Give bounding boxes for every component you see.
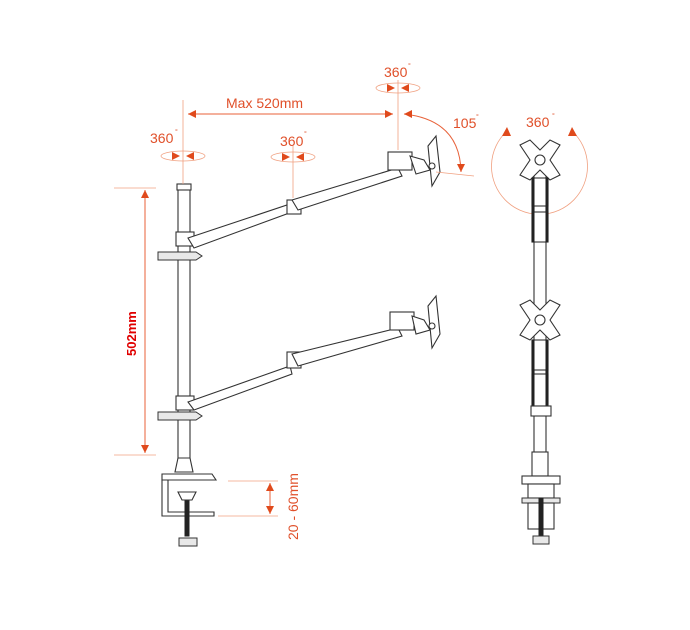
side-view: [157, 134, 441, 547]
svg-text:°: °: [175, 128, 178, 136]
head-rotation-label: 360: [384, 64, 408, 80]
pole-height-label: 502mm: [124, 311, 139, 356]
clamp-range-label: 20 - 60mm: [285, 473, 301, 540]
upper-arm: [157, 134, 441, 261]
tilt-label: 105: [453, 115, 477, 131]
svg-text:°: °: [304, 130, 307, 138]
desk-clamp: [161, 473, 218, 547]
dimension-annotations: Max 520mm 360 ° 360 ° 360 ° 105 ° 502mm: [114, 62, 479, 540]
front-clamp: [521, 451, 561, 545]
lower-arm: [157, 294, 441, 421]
svg-text:°: °: [476, 113, 479, 121]
pole-rotation-label: 360: [150, 130, 174, 146]
svg-text:°: °: [408, 62, 411, 70]
front-view: 360 °: [491, 112, 588, 545]
vesa-plate-bottom: [519, 299, 561, 417]
svg-text:°: °: [552, 112, 555, 120]
vesa-rotation-label: 360: [526, 114, 550, 130]
max-reach-label: Max 520mm: [226, 95, 303, 111]
elbow-rotation-label: 360: [280, 133, 304, 149]
vesa-plate-top: [519, 139, 561, 243]
